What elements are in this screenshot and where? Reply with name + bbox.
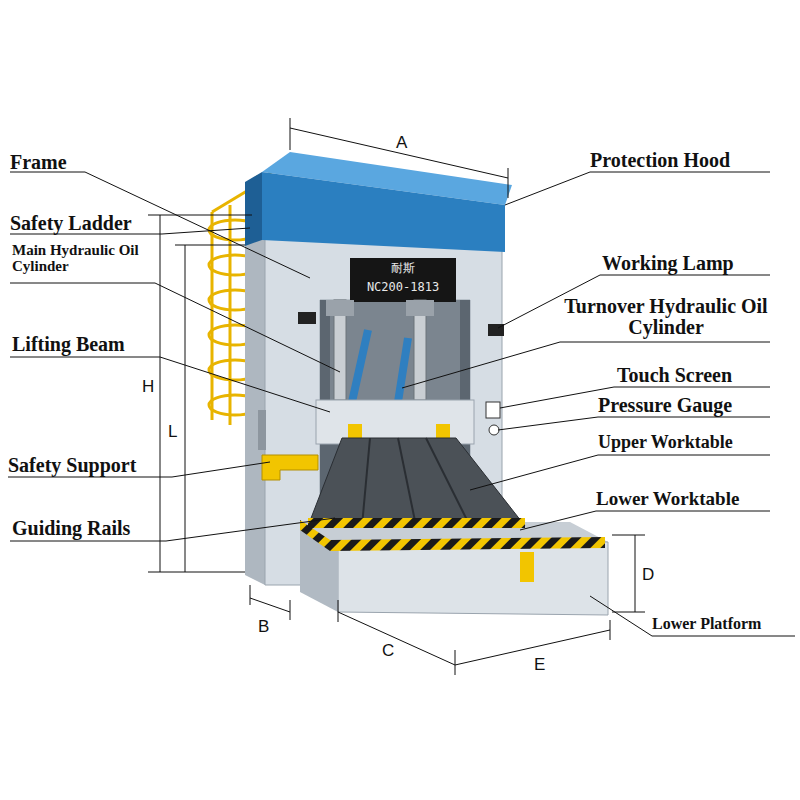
part-name: Frame (10, 152, 67, 173)
part-name: Pressure Gauge (598, 395, 732, 416)
display-text: NC200-1813 (350, 281, 456, 294)
part-name: Safety Ladder (10, 213, 132, 234)
platform-front (338, 542, 608, 615)
working-lamp (298, 312, 316, 324)
pressure-gauge (489, 425, 499, 435)
hood-side (245, 172, 262, 246)
platform-latch (520, 552, 534, 582)
t-slots (362, 438, 470, 526)
part-name: Working Lamp (602, 253, 734, 274)
part-name: Lifting Beam (12, 334, 125, 355)
lifting-beam (316, 400, 474, 444)
part-name: Lower Worktable (596, 489, 739, 509)
part-name: Main Hydraulic Oil Cylinder (12, 243, 162, 275)
part-name: Protection Hood (590, 150, 730, 171)
dimension-letter: L (168, 423, 177, 441)
hazard-stripe (308, 518, 525, 528)
dimension-letter: C (382, 642, 394, 660)
part-name: Upper Worktable (598, 433, 733, 452)
hazard-stripe (330, 537, 605, 551)
part-name: Safety Support (8, 455, 136, 476)
dimension-letter: D (642, 566, 654, 584)
dimension-letter: A (396, 134, 407, 152)
dimension-letter: B (258, 618, 269, 636)
turnover-cylinder (352, 330, 368, 402)
dimension-letter: E (534, 656, 545, 674)
part-name: Touch Screen (617, 365, 732, 386)
display-text: 耐斯 (350, 262, 456, 275)
frame-side (245, 238, 265, 585)
touch-screen (486, 402, 500, 418)
turnover-cylinder (398, 338, 408, 402)
hood-front (262, 172, 505, 252)
part-name: Guiding Rails (12, 518, 130, 539)
part-name: Lower Platform (652, 616, 761, 633)
cylinder-head (406, 300, 434, 316)
cylinder-head (326, 300, 354, 316)
dimension-letter: H (142, 378, 154, 396)
display-panel (350, 258, 456, 302)
safety-support (262, 455, 318, 480)
vent-grille (258, 410, 266, 450)
leader-lines (8, 172, 795, 636)
upper-worktable (308, 438, 525, 526)
part-name: Turnover Hydraulic Oil Cylinder (562, 296, 770, 338)
dimension-lines (148, 118, 645, 675)
